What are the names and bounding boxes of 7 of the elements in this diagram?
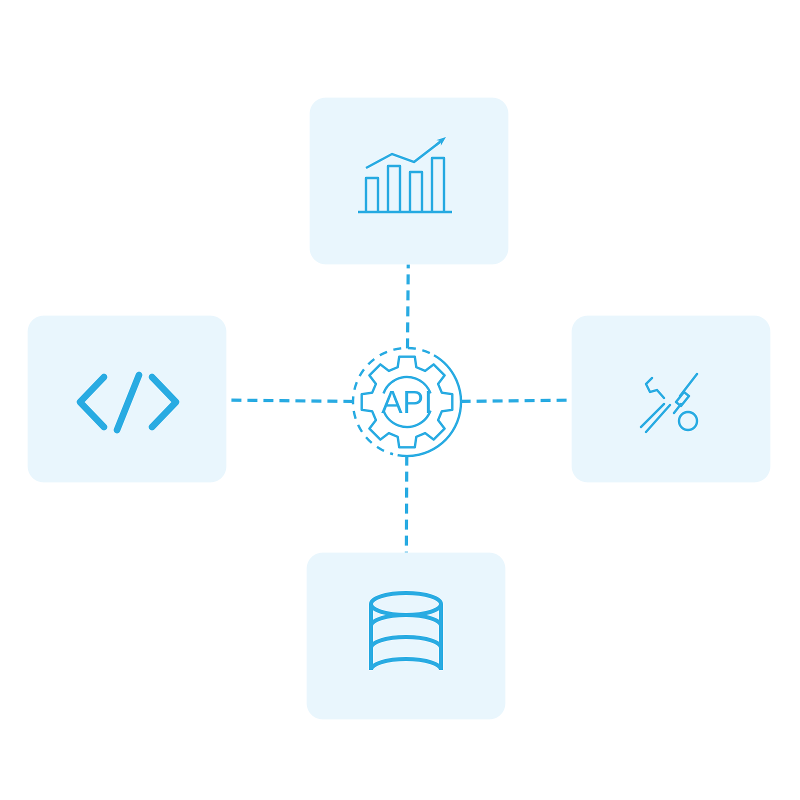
dashed-connector [406, 264, 410, 348]
icon-card [572, 316, 770, 482]
icon-card [306, 552, 506, 720]
icon-card [310, 98, 508, 264]
icon-card [28, 316, 226, 482]
dashed-connector [404, 456, 408, 552]
api-label: API [381, 391, 430, 414]
